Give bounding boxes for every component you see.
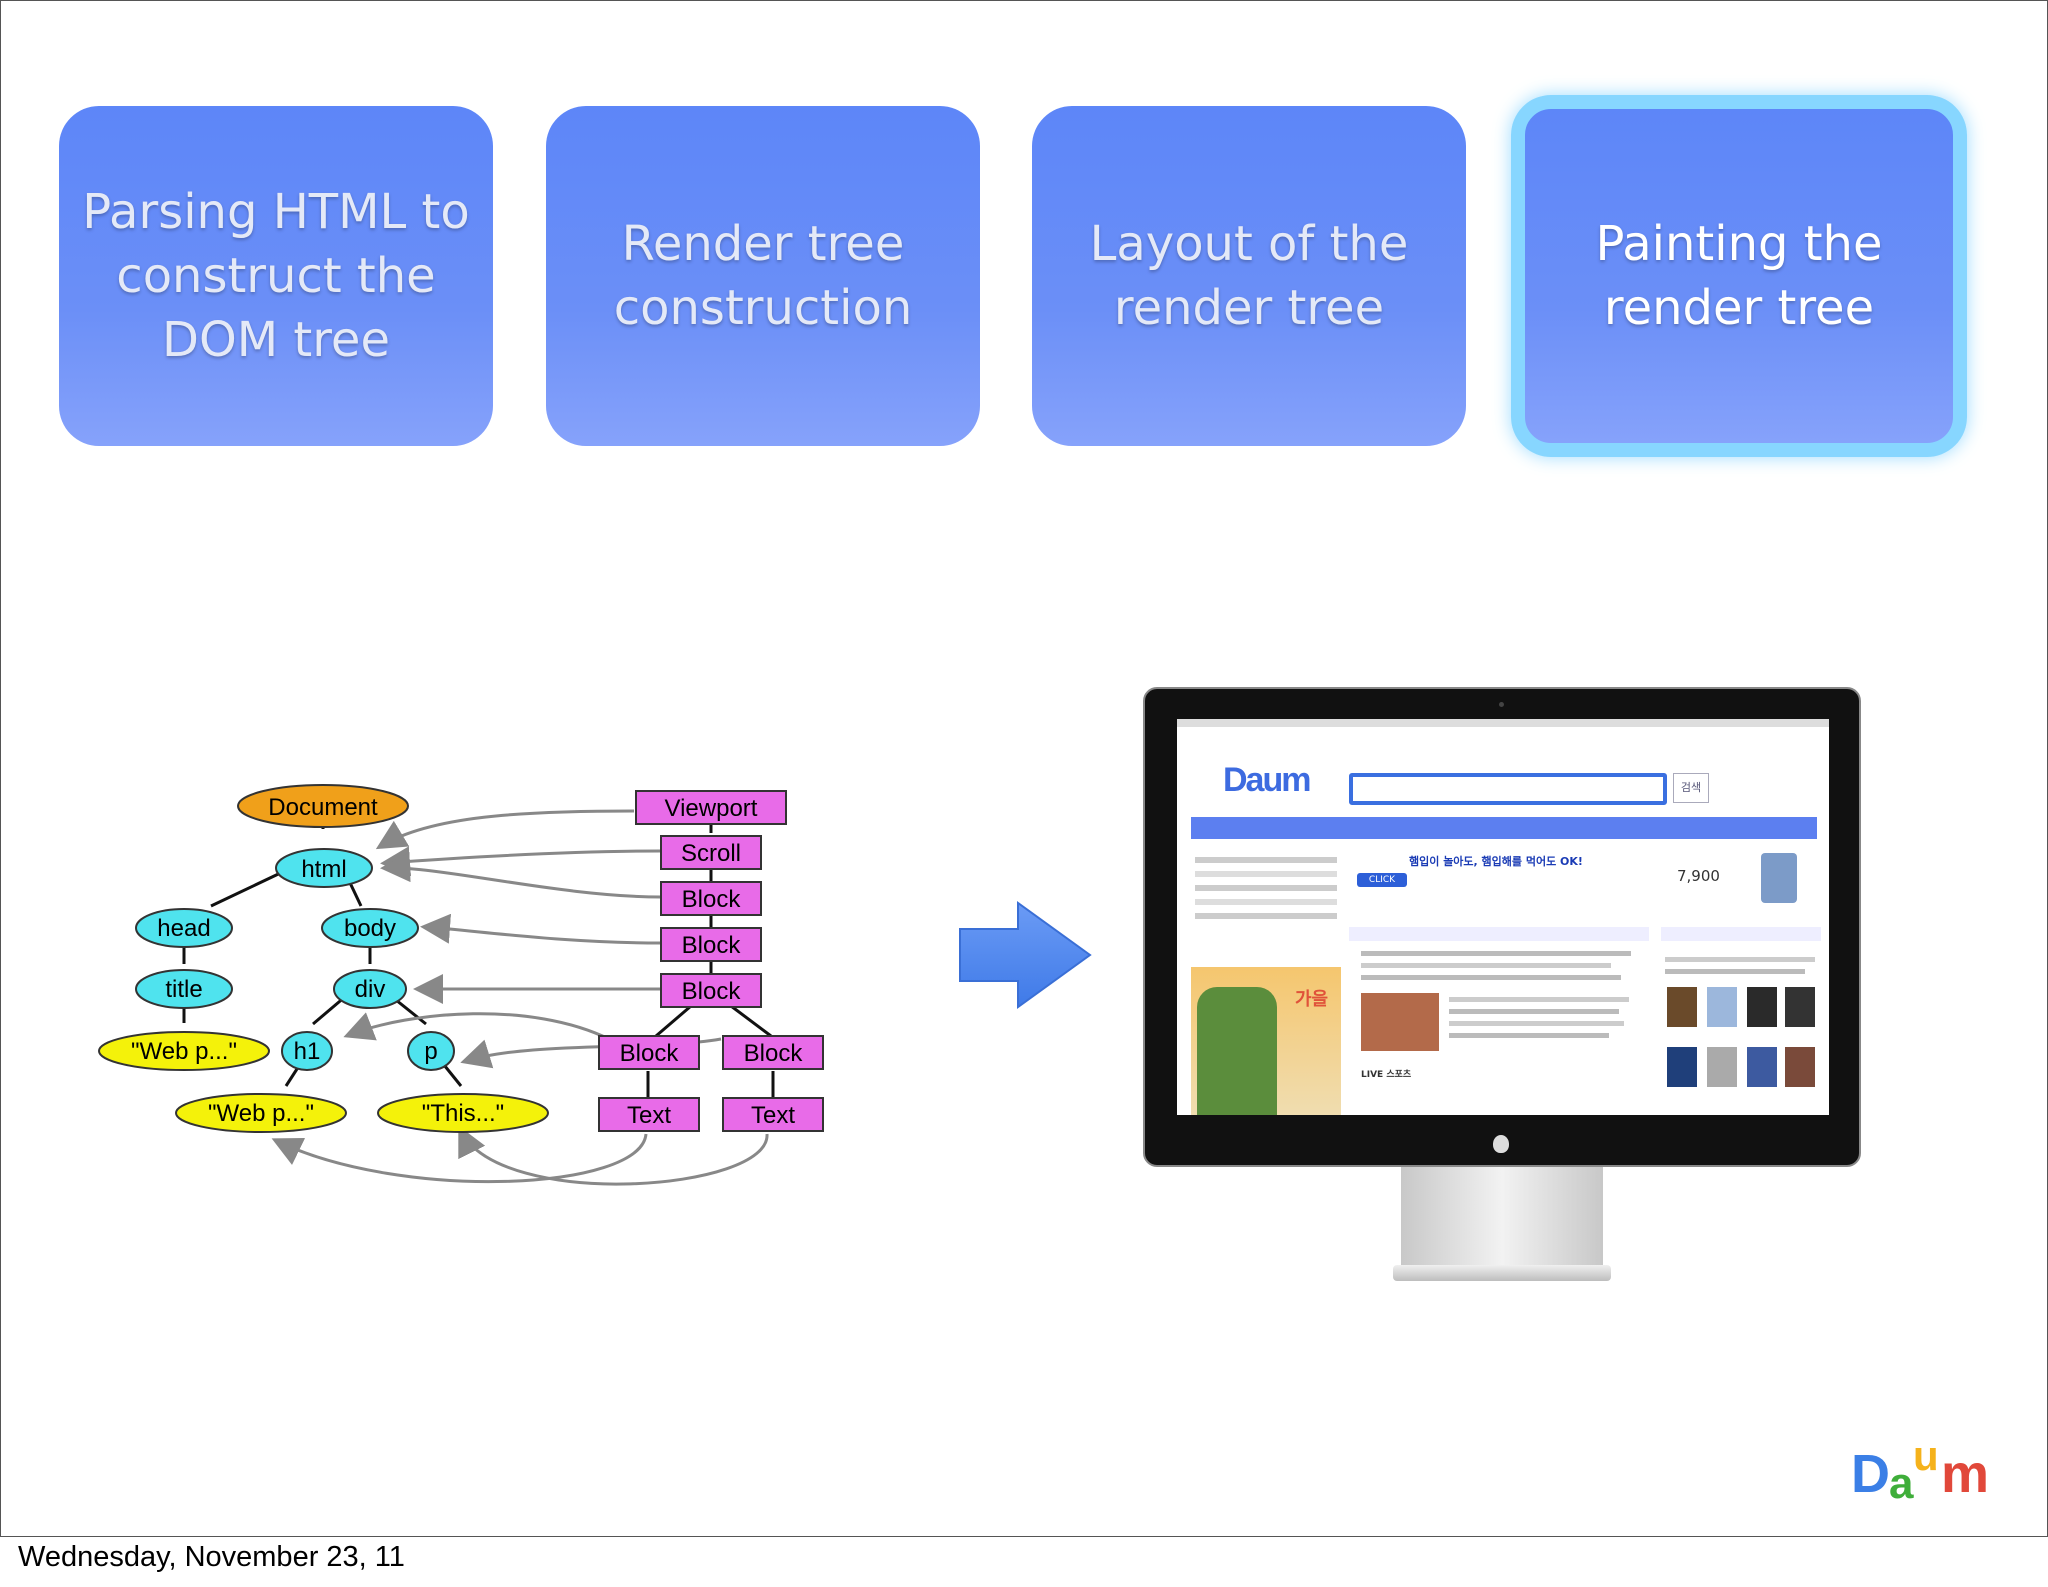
- render-node-block-4: Block: [598, 1035, 700, 1070]
- clothing-thumb-5: [1667, 1047, 1697, 1087]
- sweater-image: [1197, 987, 1277, 1115]
- live-label: LIVE 스포츠: [1361, 1070, 1412, 1080]
- screen-price: 7,900: [1677, 867, 1720, 885]
- screen-ad-button[interactable]: CLICK: [1357, 873, 1407, 887]
- screen-right-column: 7,900: [1661, 847, 1821, 1115]
- screen-logo: Daum: [1223, 761, 1311, 799]
- svg-text:Document: Document: [268, 794, 378, 821]
- step-parsing-html: Parsing HTML to construct the DOM tree: [59, 106, 493, 446]
- clothing-thumb-6: [1707, 1047, 1737, 1087]
- dom-node-p: p: [407, 1031, 455, 1071]
- dom-node-p-text: "This...": [377, 1093, 549, 1133]
- svg-text:"Web p...": "Web p...": [131, 1038, 237, 1065]
- daum-letter-m: m: [1941, 1444, 1989, 1504]
- svg-text:p: p: [424, 1038, 437, 1065]
- dom-node-title: title: [135, 969, 233, 1009]
- pointer-arrows: [271, 809, 769, 1186]
- render-node-viewport: Viewport: [635, 790, 787, 825]
- screen-nav-bar: [1191, 817, 1817, 839]
- svg-text:Text: Text: [627, 1102, 671, 1129]
- menu-bar: [1177, 719, 1829, 727]
- camera-dot: [1499, 702, 1504, 707]
- screen-search-input[interactable]: [1349, 773, 1667, 805]
- svg-text:Text: Text: [751, 1102, 795, 1129]
- monitor-stand: [1401, 1167, 1603, 1267]
- svg-text:Block: Block: [620, 1040, 680, 1067]
- daum-letter-u: u: [1913, 1436, 1939, 1479]
- screen-left-column: 가을: [1191, 849, 1341, 1115]
- slide: Parsing HTML to construct the DOM tree R…: [0, 0, 2048, 1537]
- svg-text:Scroll: Scroll: [681, 840, 741, 867]
- apple-logo-icon: [1493, 1135, 1509, 1153]
- dom-node-title-text: "Web p...": [98, 1031, 270, 1071]
- clothing-thumb-4: [1785, 987, 1815, 1027]
- news-photo: [1361, 993, 1439, 1051]
- dom-node-h1: h1: [281, 1031, 333, 1071]
- svg-text:div: div: [355, 976, 386, 1003]
- svg-text:Block: Block: [682, 932, 742, 959]
- banner-text: 가을: [1295, 989, 1329, 1010]
- dom-node-h1-text: "Web p...": [175, 1093, 347, 1133]
- clothing-thumb-7: [1747, 1047, 1777, 1087]
- svg-text:head: head: [157, 915, 210, 942]
- clothing-thumb-1: [1667, 987, 1697, 1027]
- svg-text:Block: Block: [682, 886, 742, 913]
- dom-render-tree-diagram: Document html head body title div "Web p…: [98, 784, 824, 1186]
- svg-text:Block: Block: [744, 1040, 804, 1067]
- screen-search-button[interactable]: 검색: [1673, 773, 1709, 803]
- right-arrow-icon: [959, 901, 1092, 1009]
- step-render-tree-construction: Render tree construction: [546, 106, 980, 446]
- svg-text:"This...": "This...": [422, 1100, 504, 1127]
- monitor-illustration: Daum 검색 가을 햄입이 놀아도, 햄입해를 먹어도 OK!: [1143, 687, 1861, 1297]
- dom-node-body: body: [321, 908, 419, 948]
- render-node-block-1: Block: [660, 881, 762, 916]
- step-painting-active: Painting the render tree: [1511, 95, 1967, 457]
- svg-text:"Web p...": "Web p...": [208, 1100, 314, 1127]
- render-node-block-2: Block: [660, 927, 762, 962]
- dom-node-head: head: [135, 908, 233, 948]
- product-image: [1761, 853, 1797, 903]
- monitor-screen: Daum 검색 가을 햄입이 놀아도, 햄입해를 먹어도 OK!: [1177, 719, 1829, 1115]
- daum-brand-logo: D a u m: [1851, 1436, 1989, 1508]
- render-node-text-1: Text: [598, 1097, 700, 1132]
- svg-text:title: title: [165, 976, 202, 1003]
- screen-ad-headline: 햄입이 놀아도, 햄입해를 먹어도 OK!: [1409, 855, 1583, 868]
- svg-text:h1: h1: [294, 1038, 321, 1065]
- svg-text:Viewport: Viewport: [665, 795, 758, 822]
- dom-node-div: div: [333, 969, 407, 1009]
- svg-text:Block: Block: [682, 978, 742, 1005]
- render-node-text-2: Text: [722, 1097, 824, 1132]
- step-layout: Layout of the render tree: [1032, 106, 1466, 446]
- render-node-scroll: Scroll: [660, 835, 762, 870]
- clothing-thumb-2: [1707, 987, 1737, 1027]
- render-node-block-3: Block: [660, 973, 762, 1008]
- screen-center-column: 햄입이 놀아도, 햄입해를 먹어도 OK! CLICK LIVE 스포츠: [1349, 847, 1649, 1115]
- monitor-foot: [1393, 1265, 1611, 1281]
- daum-letter-a: a: [1889, 1459, 1914, 1508]
- clothing-thumb-3: [1747, 987, 1777, 1027]
- svg-text:body: body: [344, 915, 396, 942]
- clothing-thumb-8: [1785, 1047, 1815, 1087]
- daum-letter-d: D: [1851, 1444, 1890, 1504]
- render-node-block-5: Block: [722, 1035, 824, 1070]
- svg-text:html: html: [301, 856, 346, 883]
- dom-node-document: Document: [237, 784, 409, 828]
- screen-banner: 가을: [1191, 967, 1341, 1115]
- dom-node-html: html: [275, 848, 373, 888]
- footer-date: Wednesday, November 23, 11: [18, 1541, 405, 1573]
